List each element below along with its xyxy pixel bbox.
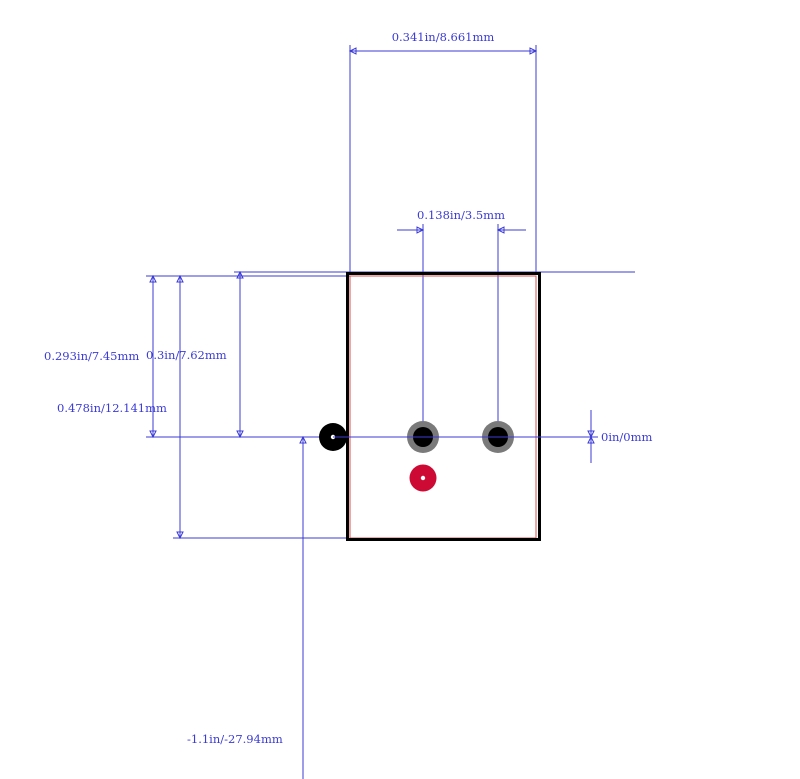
- width-arrow-left: [348, 47, 357, 55]
- dim-03-arrow-bottom: [236, 430, 244, 439]
- dim-zero-arrow-top: [587, 430, 595, 439]
- dim-0293-arrow-top: [149, 274, 157, 283]
- body-width-label: 0.341in/8.661mm: [392, 30, 495, 44]
- pad-3-highlight: [409, 464, 437, 492]
- width-arrow-right: [529, 47, 538, 55]
- dimension-lines: [146, 45, 635, 779]
- pin-to-top-a-label: 0.293in/7.45mm: [44, 349, 139, 363]
- pitch-arrow-right: [496, 226, 505, 234]
- pitch-arrow-left: [416, 226, 425, 234]
- dim-0293-arrow-bottom: [149, 430, 157, 439]
- pin-to-top-b-label: 0.3in/7.62mm: [146, 348, 227, 362]
- dim-zero-arrow-bottom: [587, 435, 595, 444]
- body-height-label: 0.478in/12.141mm: [57, 401, 167, 415]
- origin-offset-arrow: [299, 435, 307, 444]
- dim-03-arrow-top: [236, 270, 244, 279]
- origin-offset-label: -1.1in/-27.94mm: [187, 732, 283, 746]
- body-outline: [346, 272, 541, 541]
- courtyard-outline: [349, 275, 537, 539]
- dim-0478-arrow-top: [176, 274, 184, 283]
- pin-pitch-label: 0.138in/3.5mm: [417, 208, 505, 222]
- pin-row-offset-label: 0in/0mm: [601, 430, 652, 444]
- dim-0478-arrow-bottom: [176, 531, 184, 540]
